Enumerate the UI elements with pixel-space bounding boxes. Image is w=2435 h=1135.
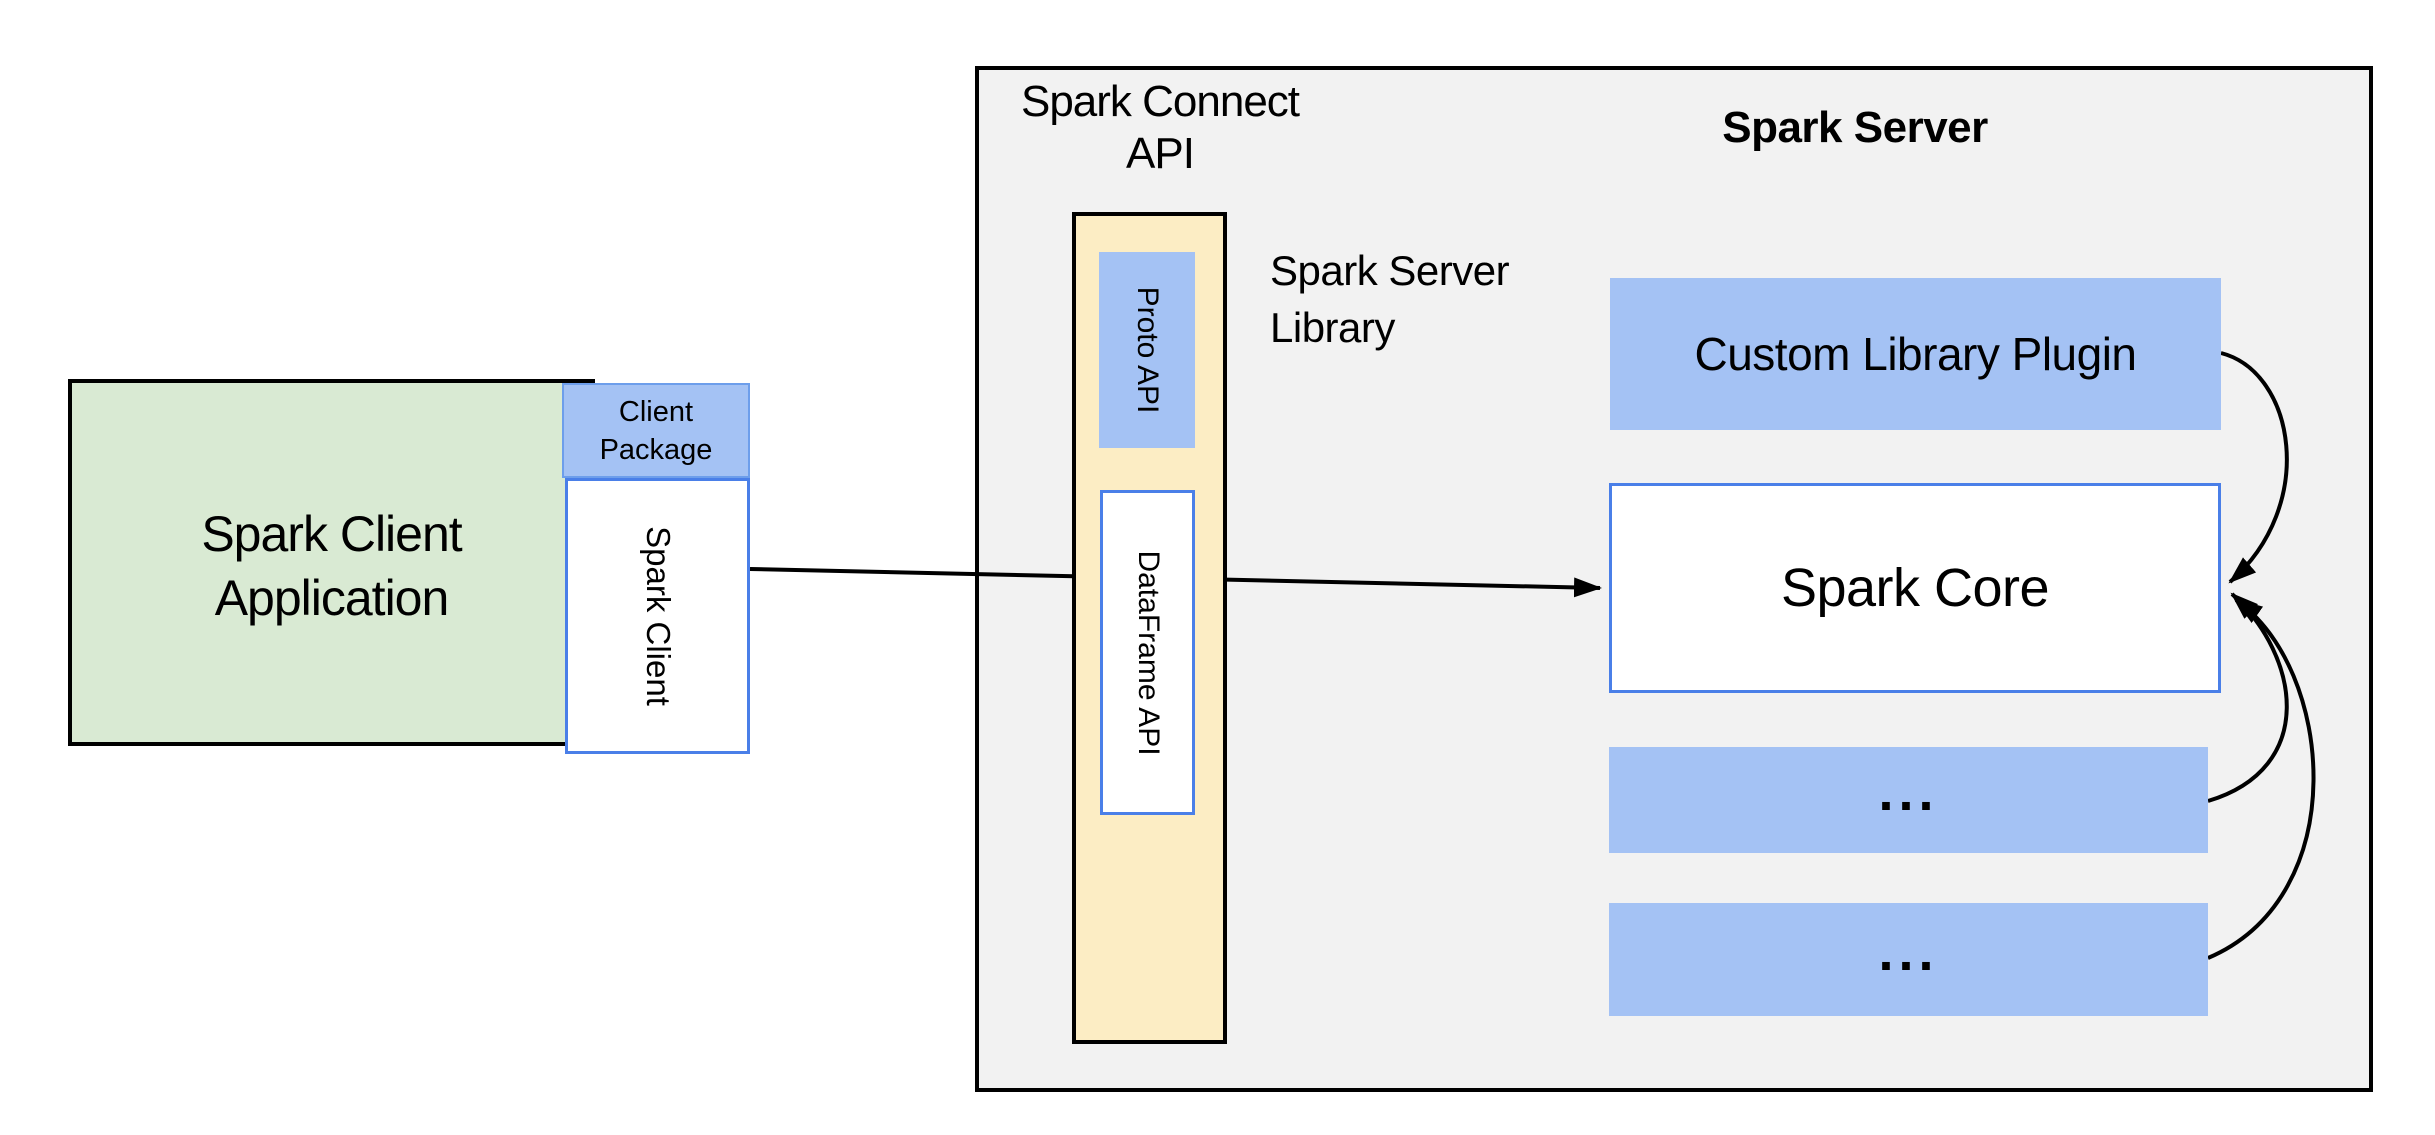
spark-core-label: Spark Core [1780,558,2050,618]
module-placeholder-box-2: ... [1609,903,2208,1016]
module2-to-core-arrow [2207,598,2316,960]
spark-core-box: Spark Core [1609,483,2221,693]
custom-library-plugin-label: Custom Library Plugin [1694,328,2137,380]
spark-connect-api-label: Spark Connect API [1020,77,1300,178]
spark-server-library-label: Spark Server Library [1270,247,1510,351]
plugin-to-core-arrow [2220,351,2289,584]
custom-library-plugin-box: Custom Library Plugin [1610,278,2221,430]
proto-api-box: Proto API [1099,252,1195,448]
client-package-label: Client Package [599,395,713,466]
dataframe-api-box: DataFrame API [1100,490,1195,815]
spark-client-label: Spark Client [639,526,677,706]
spark-client-box: Spark Client [565,478,750,754]
module-placeholder-label-1: ... [1878,762,1939,822]
dataframe-api-label: DataFrame API [1131,549,1165,756]
proto-api-label: Proto API [1131,286,1164,414]
module-placeholder-label-2: ... [1878,921,1939,982]
client-package-box: Client Package [562,383,750,478]
module-placeholder-box-1: ... [1609,747,2208,853]
spark-client-application-box: Spark Client Application [68,379,595,746]
spark-server-title: Spark Server [1722,103,1988,152]
spark-client-application-label: Spark Client Application [201,505,462,626]
